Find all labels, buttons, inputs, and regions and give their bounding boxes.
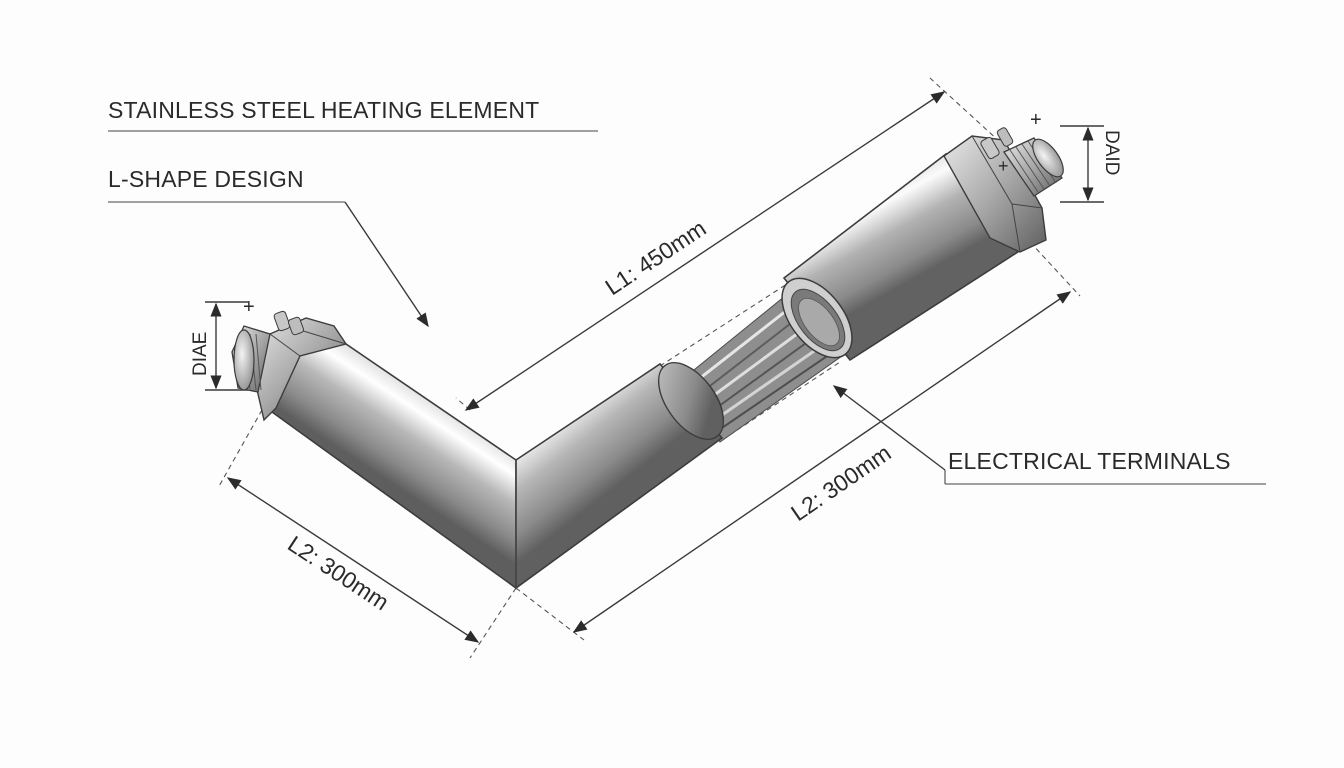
ext-right-bottom bbox=[1029, 241, 1081, 297]
ext-corner-right bbox=[515, 587, 585, 641]
plus-mark-right-lower: + bbox=[998, 156, 1009, 176]
corner-tube bbox=[515, 362, 725, 590]
left-fitting bbox=[231, 310, 348, 422]
ext-left-end bbox=[217, 409, 263, 489]
design-label: L-SHAPE DESIGN bbox=[108, 166, 304, 192]
dia-right-label: DAID bbox=[1101, 130, 1122, 175]
plus-mark-left: + bbox=[243, 296, 255, 318]
right-fitting bbox=[943, 127, 1064, 253]
terminals-label: ELECTRICAL TERMINALS bbox=[948, 448, 1231, 474]
dim-l2-right-line bbox=[572, 291, 1072, 633]
dim-l2-left-line bbox=[226, 477, 480, 643]
dim-l1-line bbox=[464, 91, 946, 411]
title-label: STAINLESS STEEL HEATING ELEMENT bbox=[108, 97, 540, 123]
dia-left-label: DIAE bbox=[190, 332, 211, 376]
design-leader bbox=[344, 201, 429, 328]
dim-l2-right-label: L2: 300mm bbox=[786, 440, 896, 527]
ext-right-top bbox=[929, 77, 1001, 143]
ext-corner-down bbox=[469, 587, 517, 659]
dim-l2-left-label: L2: 300mm bbox=[283, 530, 393, 615]
plus-mark-right-top: + bbox=[1030, 109, 1042, 131]
